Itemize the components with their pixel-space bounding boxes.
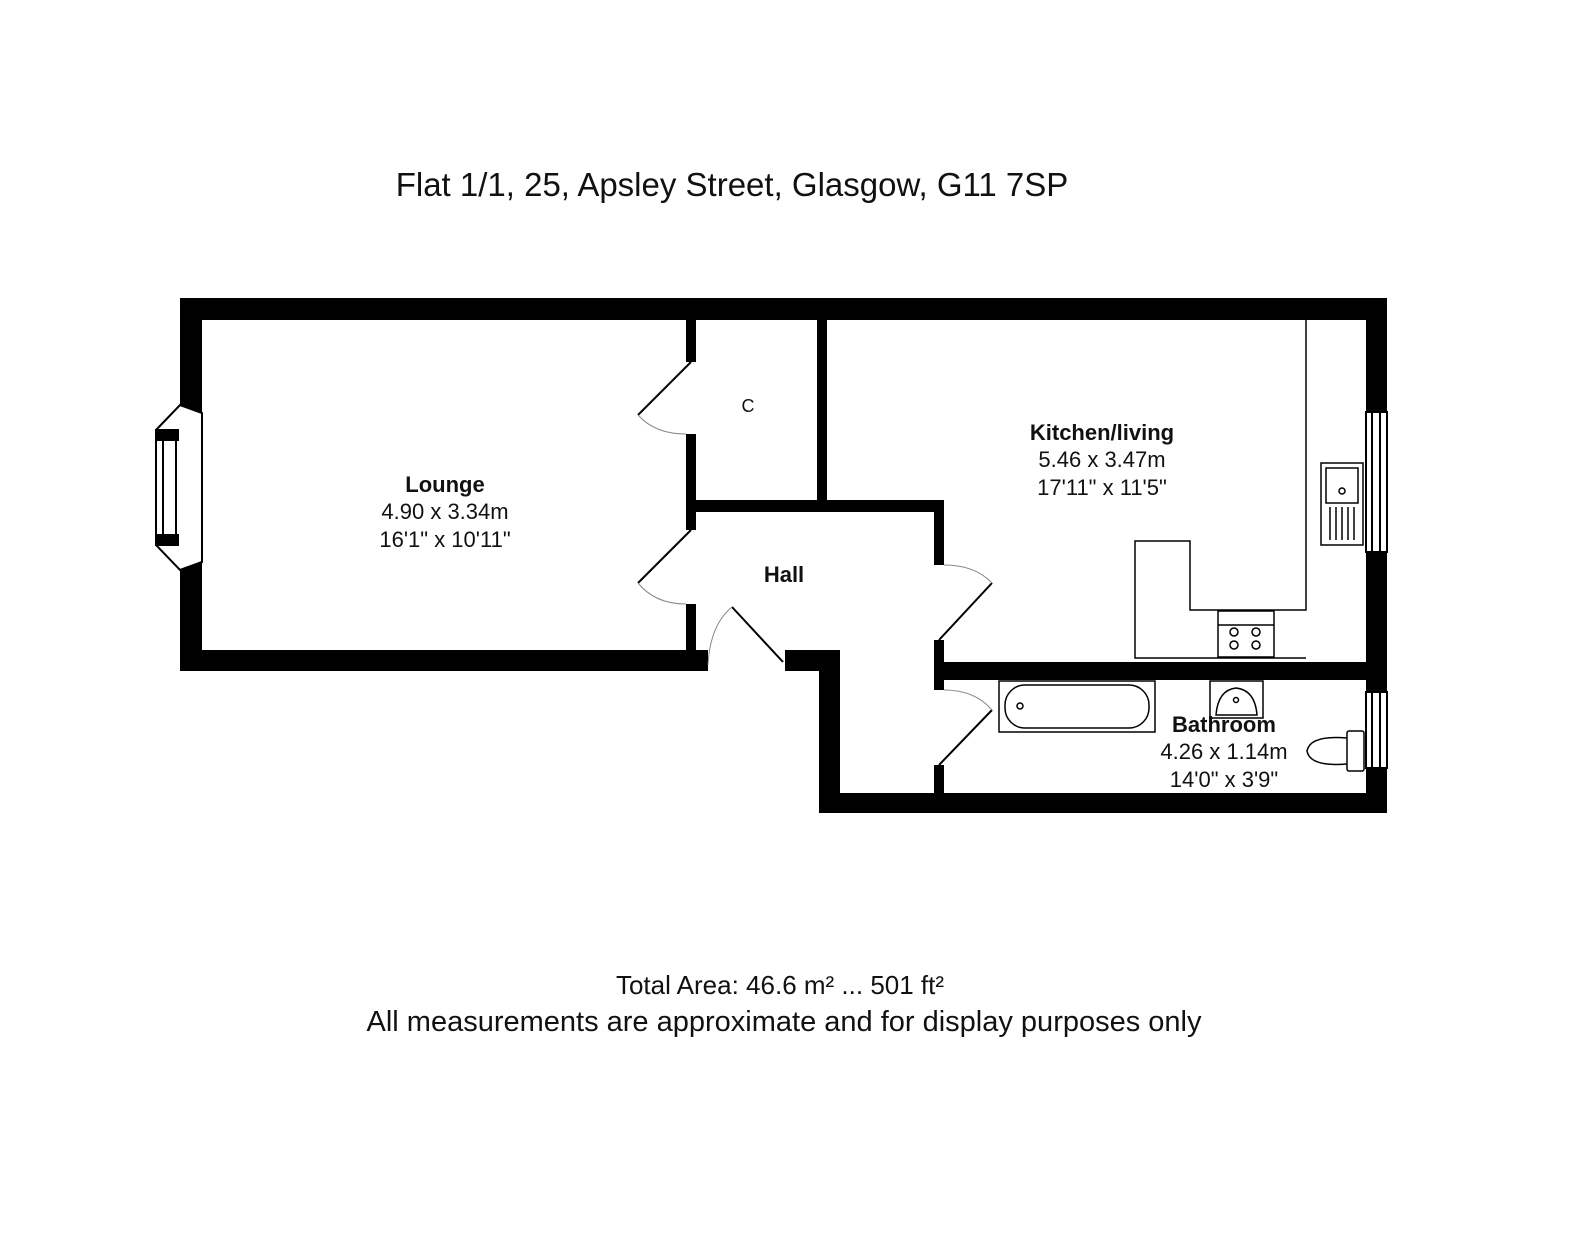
room-label-hall: Hall bbox=[763, 562, 805, 587]
room-label-cupboard: C bbox=[741, 396, 755, 416]
disclaimer: All measurements are approximate and for… bbox=[366, 1006, 1202, 1038]
walls bbox=[180, 298, 1387, 813]
room-name: Kitchen/living bbox=[1029, 420, 1175, 445]
room-name: Bathroom bbox=[1172, 712, 1276, 737]
room-metric: 4.90 x 3.34m bbox=[381, 499, 509, 524]
hob-icon bbox=[1217, 610, 1275, 658]
room-label-lounge: Lounge 4.90 x 3.34m 16'1" x 10'11" bbox=[379, 472, 510, 554]
room-name: Lounge bbox=[405, 472, 485, 497]
room-imperial: 14'0" x 3'9" bbox=[1169, 767, 1279, 792]
toilet-icon bbox=[1306, 730, 1365, 772]
room-imperial: 16'1" x 10'11" bbox=[379, 527, 511, 552]
doors bbox=[637, 361, 993, 766]
room-label-kitchen: Kitchen/living 5.46 x 3.47m 17'11" x 11'… bbox=[1030, 420, 1174, 502]
basin-icon bbox=[1209, 680, 1264, 719]
windows bbox=[155, 403, 1388, 769]
sink-icon bbox=[1320, 462, 1364, 546]
room-metric: 5.46 x 3.47m bbox=[1038, 447, 1166, 472]
room-label-bathroom: Bathroom 4.26 x 1.14m 14'0" x 3'9" bbox=[1160, 712, 1287, 794]
room-imperial: 17'11" x 11'5" bbox=[1037, 475, 1167, 500]
bath-icon bbox=[998, 680, 1156, 733]
fixtures bbox=[998, 320, 1365, 772]
room-metric: 4.26 x 1.14m bbox=[1160, 739, 1288, 764]
page-title: Flat 1/1, 25, Apsley Street, Glasgow, G1… bbox=[395, 166, 1069, 203]
total-area: Total Area: 46.6 m² ... 501 ft² bbox=[615, 970, 945, 1000]
kitchen-worktop bbox=[1134, 320, 1307, 659]
